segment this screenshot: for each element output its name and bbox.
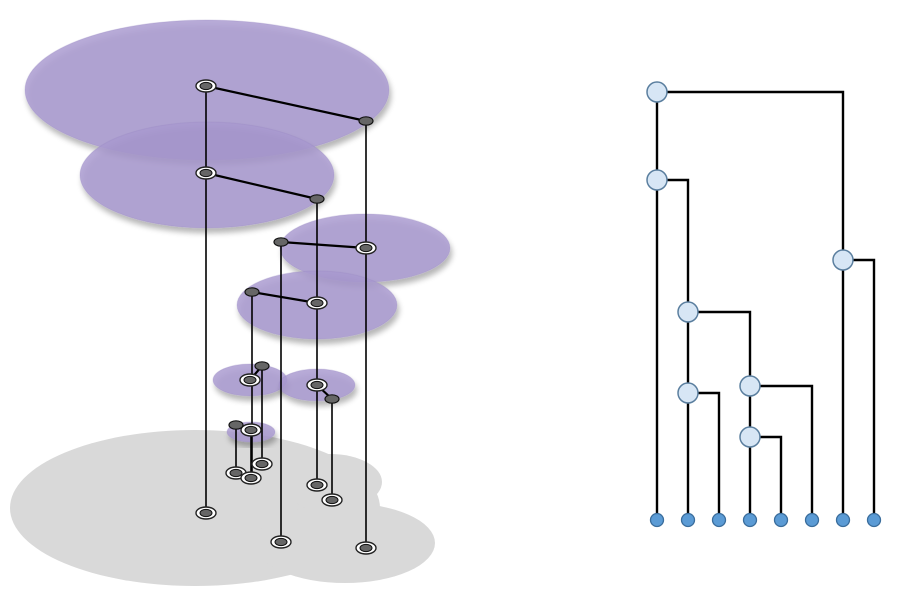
- dendrogram-node: [739, 426, 761, 448]
- ring-marker: [195, 166, 217, 180]
- ring-marker: [240, 471, 262, 485]
- dendrogram-node: [677, 382, 699, 404]
- dendrogram-leaf: [866, 512, 882, 528]
- disc-link: [251, 290, 318, 305]
- link-marker: [309, 194, 325, 204]
- ring-marker: [270, 535, 292, 549]
- ring-marker: [306, 378, 328, 392]
- ring-markers: [195, 79, 377, 555]
- ring-marker: [355, 241, 377, 255]
- dendrogram-leaf: [711, 512, 727, 528]
- dendrogram-edge: [750, 435, 783, 520]
- dendrogram-leaf: [773, 512, 789, 528]
- dendrogram-leaf: [742, 512, 758, 528]
- ring-marker: [306, 296, 328, 310]
- link-marker: [324, 394, 340, 404]
- dendrogram-node: [646, 81, 668, 103]
- dendrogram-leaf: [835, 512, 851, 528]
- dendrogram-node: [832, 249, 854, 271]
- dendrogram-node: [739, 375, 761, 397]
- ring-marker: [225, 466, 247, 480]
- dendrogram-leaf: [649, 512, 665, 528]
- dendrogram-edges: [655, 90, 876, 520]
- ring-marker: [240, 423, 262, 437]
- ring-marker: [239, 373, 261, 387]
- dendrogram-leaf: [680, 512, 696, 528]
- oval-markers: [228, 116, 374, 430]
- dendrogram-edge: [843, 258, 876, 520]
- ring-marker: [195, 79, 217, 93]
- link-marker: [254, 361, 270, 371]
- link-marker: [358, 116, 374, 126]
- dendrogram-leaf: [804, 512, 820, 528]
- link-marker: [228, 420, 244, 430]
- disc-link: [205, 171, 318, 201]
- ground-shadow: [10, 430, 435, 586]
- dendrogram-edge: [688, 391, 721, 520]
- dendrogram-edge: [657, 90, 845, 260]
- dendrogram-edge: [688, 310, 752, 386]
- link-marker: [273, 237, 289, 247]
- ring-marker: [195, 506, 217, 520]
- disc-link: [205, 84, 367, 123]
- dendrogram-node: [646, 169, 668, 191]
- nested-discs-diagram: [10, 19, 451, 586]
- ring-marker: [321, 493, 343, 507]
- ring-marker: [355, 541, 377, 555]
- dendrogram: [646, 81, 882, 528]
- link-marker: [244, 287, 260, 297]
- ring-marker: [306, 478, 328, 492]
- dendrogram-nodes: [646, 81, 882, 528]
- ring-marker: [251, 457, 273, 471]
- dendrogram-edge: [657, 178, 690, 312]
- disc-link: [280, 240, 367, 250]
- dendrogram-node: [677, 301, 699, 323]
- dendrogram-edge: [750, 384, 814, 520]
